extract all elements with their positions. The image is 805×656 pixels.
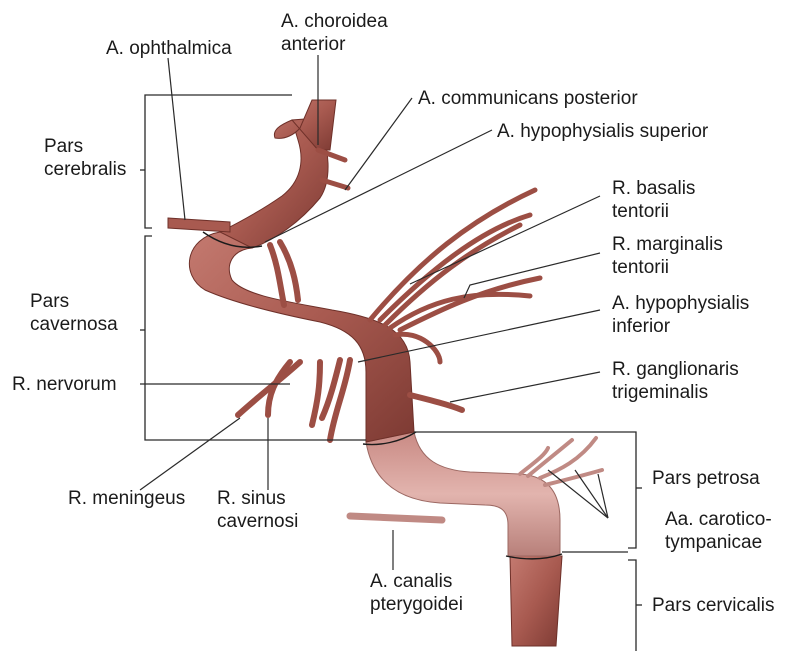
label-meningeus: R. meningeus <box>68 487 185 510</box>
pars-petrosa-segment <box>366 432 560 556</box>
label-ganglionaris-trigeminalis: R. ganglionaris trigeminalis <box>612 358 739 404</box>
label-sinus-cavernosi: R. sinus cavernosi <box>217 487 298 533</box>
label-choroidea-anterior: A. choroidea anterior <box>281 10 388 56</box>
label-ophthalmica: A. ophthalmica <box>106 37 232 60</box>
label-caroticotympanicae: Aa. carotico- tympanicae <box>665 508 772 554</box>
label-communicans-posterior: A. communicans posterior <box>418 87 638 110</box>
label-pars-cerebralis: Pars cerebralis <box>44 135 126 181</box>
label-pars-cervicalis: Pars cervicalis <box>652 594 774 617</box>
cavernous-segment <box>189 230 414 442</box>
label-marginalis-tentorii: R. marginalis tentorii <box>612 233 723 279</box>
tentorial-branches <box>370 190 540 362</box>
lower-cavernous-branches <box>238 360 462 440</box>
label-hypophysialis-superior: A. hypophysialis superior <box>497 120 708 143</box>
label-basalis-tentorii: R. basalis tentorii <box>612 177 695 223</box>
label-pars-cavernosa: Pars cavernosa <box>30 290 118 336</box>
hypophysialis-superior-branches <box>270 242 298 305</box>
label-canalis-pterygoidei: A. canalis pterygoidei <box>370 570 463 616</box>
label-hypophysialis-inferior: A. hypophysialis inferior <box>612 292 749 338</box>
pars-cervicalis-segment <box>510 556 562 646</box>
label-nervorum: R. nervorum <box>12 373 117 396</box>
ophthalmica-branch <box>168 218 230 232</box>
canalis-pterygoidei-branch <box>350 516 442 520</box>
label-pars-petrosa: Pars petrosa <box>652 467 760 490</box>
